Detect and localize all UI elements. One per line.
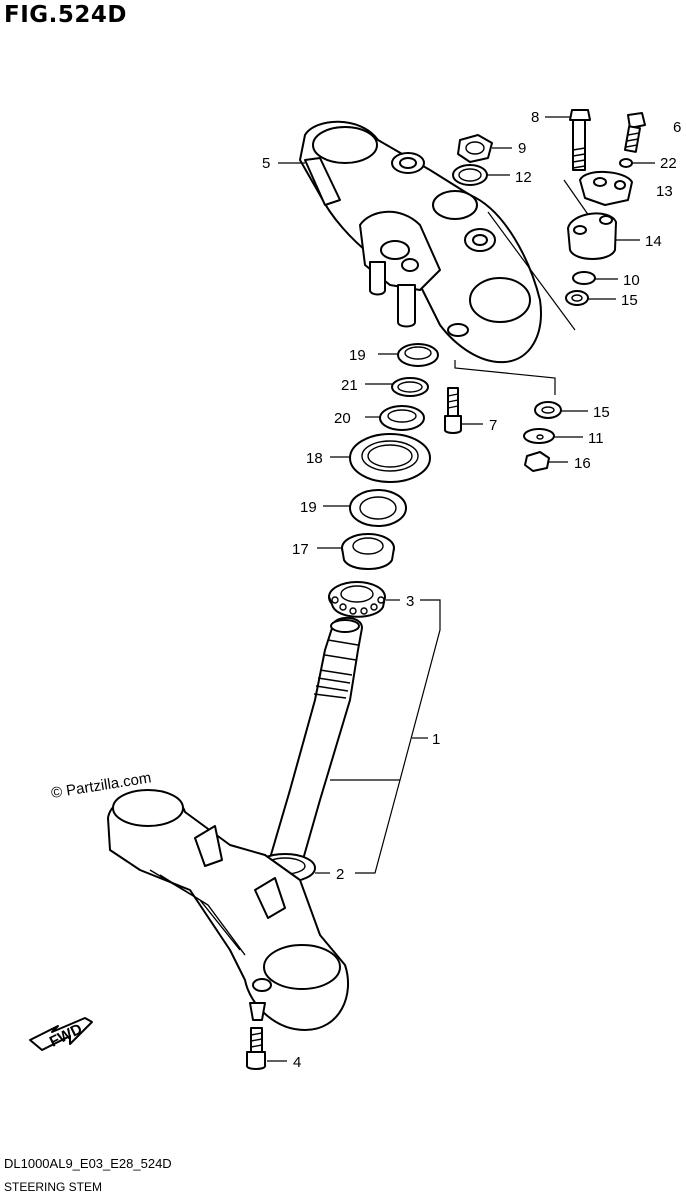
callout-7: 7 xyxy=(489,417,497,434)
dust-seal-18 xyxy=(349,433,431,483)
callout-15-lower: 15 xyxy=(593,404,610,421)
model-code: DL1000AL9_E03_E28_524D xyxy=(4,1156,172,1171)
rubber-15-lower xyxy=(534,401,562,419)
figure-title: FIG.524D xyxy=(4,2,127,28)
washer-22 xyxy=(619,158,633,168)
callout-4: 4 xyxy=(293,1054,301,1071)
bolt-8 xyxy=(569,109,591,171)
fwd-arrow: FWD xyxy=(29,1017,93,1051)
rubber-15-upper xyxy=(565,290,589,306)
callout-3: 3 xyxy=(406,593,414,610)
callout-2: 2 xyxy=(336,866,344,883)
callout-8: 8 xyxy=(531,109,539,126)
callout-19-lower: 20 xyxy=(334,410,351,427)
lower-bracket xyxy=(107,789,350,1031)
callout-numbers: 5 8 6 9 12 22 13 14 10 15 19 21 20 7 15 … xyxy=(262,109,681,1071)
handlebar-holder-13 xyxy=(579,170,633,206)
washer-20 xyxy=(349,489,407,527)
nut-9 xyxy=(457,134,493,163)
bolt-4 xyxy=(246,1027,266,1070)
handlebar-holder-14 xyxy=(567,212,617,260)
callout-16: 16 xyxy=(574,455,591,472)
lock-nut-19-upper xyxy=(397,343,439,367)
callout-15-upper: 15 xyxy=(621,292,638,309)
leader-lines xyxy=(267,116,655,1062)
callout-19-upper: 19 xyxy=(349,347,366,364)
washer-11 xyxy=(523,428,555,444)
washer-12 xyxy=(452,164,488,186)
nut-16 xyxy=(524,451,550,472)
bearing-17 xyxy=(341,533,395,570)
callout-20: 19 xyxy=(300,499,317,516)
callout-5: 5 xyxy=(262,155,270,172)
bearing-3 xyxy=(328,581,386,618)
callout-6: 6 xyxy=(673,119,681,136)
callout-14: 14 xyxy=(645,233,662,250)
upper-bracket xyxy=(299,120,542,364)
callout-12: 12 xyxy=(515,169,532,186)
callout-11: 11 xyxy=(588,430,604,447)
callout-1: 1 xyxy=(432,731,440,748)
callout-9: 9 xyxy=(518,140,526,157)
bolt-7 xyxy=(444,387,462,434)
callout-10: 10 xyxy=(623,272,640,289)
steering-stem-1 xyxy=(267,616,363,871)
bolt-6 xyxy=(623,112,646,153)
callout-18: 18 xyxy=(306,450,323,467)
callout-17: 17 xyxy=(292,541,309,558)
washer-10 xyxy=(572,271,596,285)
fwd-label: FWD xyxy=(47,1020,85,1050)
callout-22: 22 xyxy=(660,155,677,172)
callout-13: 13 xyxy=(656,183,673,200)
section-name: STEERING STEM xyxy=(4,1180,103,1194)
callout-21: 21 xyxy=(341,377,358,394)
washer-21 xyxy=(391,377,429,397)
lock-nut-19-lower xyxy=(379,405,425,431)
